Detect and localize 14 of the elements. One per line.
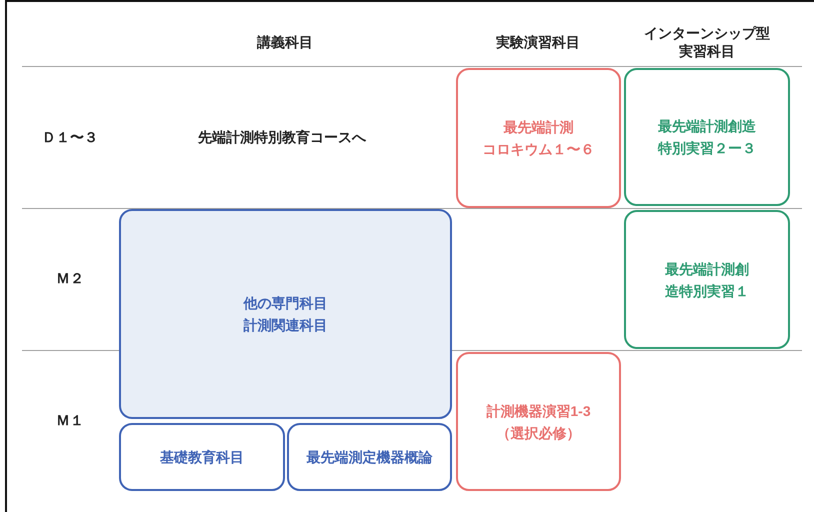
course-box: 他の専門科目計測関連科目 xyxy=(119,209,452,419)
course-box: 最先端計測コロキウム１〜６ xyxy=(456,68,621,208)
course-box: 最先端計測創造特別実習２ー３ xyxy=(624,68,790,206)
row-text: 先端計測特別教育コースへ xyxy=(198,128,366,146)
course-box: 最先端計測創造特別実習１ xyxy=(624,210,790,349)
row-label: Ｍ２ xyxy=(56,269,84,287)
row-label: Ｍ１ xyxy=(56,411,84,429)
course-box: 計測機器演習1-3（選択必修） xyxy=(456,352,621,491)
row-label: Ｄ１〜３ xyxy=(42,128,98,146)
course-box: 最先端測定機器概論 xyxy=(287,423,452,491)
column-header: インターンシップ型実習科目 xyxy=(644,24,770,60)
course-box: 基礎教育科目 xyxy=(119,423,285,491)
column-header: 実験演習科目 xyxy=(496,33,580,51)
column-header: 講義科目 xyxy=(257,33,313,51)
